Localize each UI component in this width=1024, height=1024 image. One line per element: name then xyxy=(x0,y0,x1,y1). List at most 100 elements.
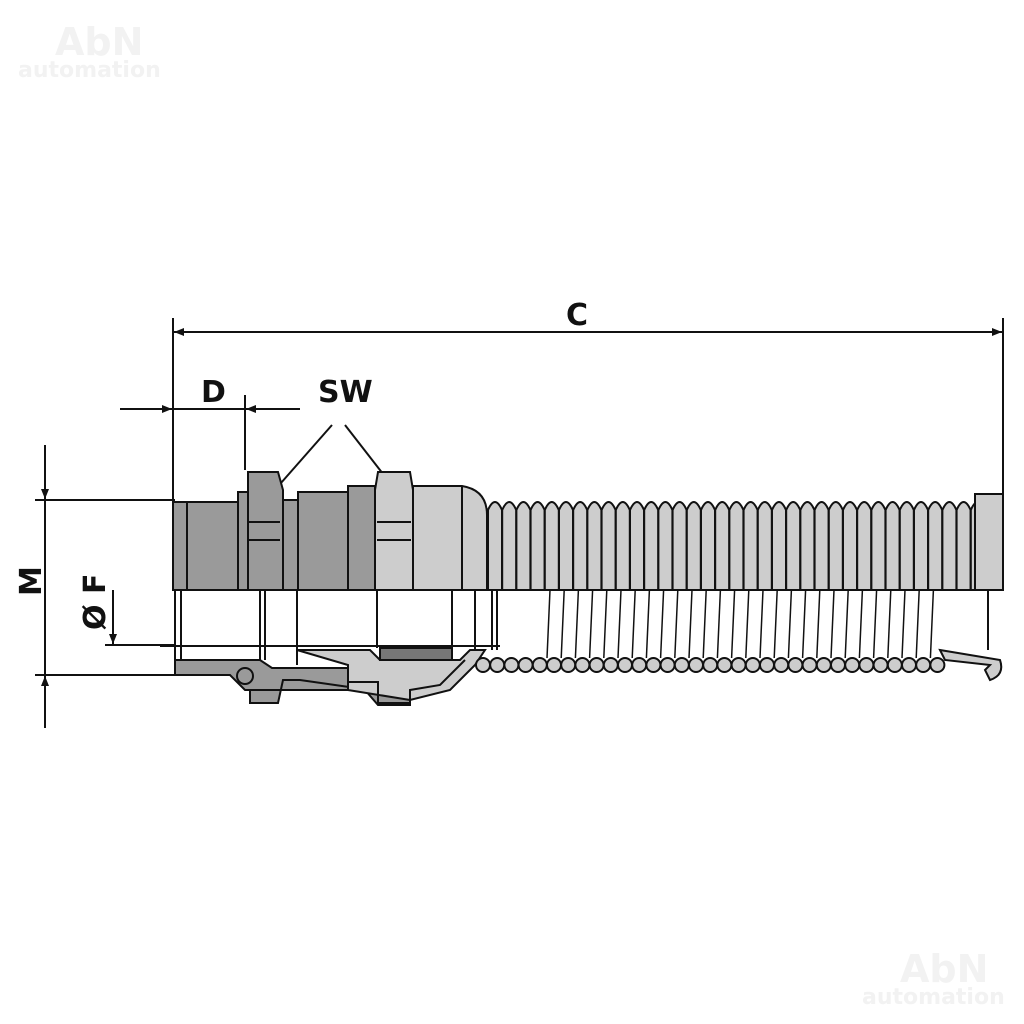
label-sw: SW xyxy=(318,375,373,410)
coil-turn xyxy=(799,501,816,590)
inner-coil-line xyxy=(830,589,835,659)
coil-turn xyxy=(629,501,645,590)
coil-turn xyxy=(586,501,603,590)
inner-coil-line xyxy=(674,589,679,659)
label-m: M xyxy=(14,566,49,596)
coil-bead xyxy=(673,657,690,673)
inner-coil-line xyxy=(631,589,636,659)
inner-coil-line xyxy=(773,589,778,659)
coil-bead xyxy=(531,657,548,673)
coil-bead xyxy=(773,657,790,673)
coil-turn xyxy=(813,501,830,590)
label-d: D xyxy=(201,375,226,410)
coil-turn xyxy=(558,501,574,590)
coil-bead xyxy=(716,657,733,673)
inner-coil-line xyxy=(645,589,651,659)
coil-turn xyxy=(487,501,503,590)
coil-bead xyxy=(475,657,491,673)
inner-coil-line xyxy=(730,589,736,659)
inner-coil-line xyxy=(915,589,920,659)
inner-coil-line xyxy=(801,589,807,659)
coil-turn xyxy=(671,501,688,590)
watermark-sub: automation xyxy=(18,58,161,83)
gland-body xyxy=(172,471,1004,591)
coil-bead xyxy=(830,657,846,673)
coil-turn xyxy=(870,501,887,590)
coil-bead xyxy=(546,657,562,673)
inner-coil-line xyxy=(887,589,892,659)
coil-turn xyxy=(756,501,773,590)
coil-turn xyxy=(742,501,759,590)
coil-turn xyxy=(600,501,617,590)
coil-bead xyxy=(858,657,875,673)
coil-turn xyxy=(714,501,731,590)
coil-bead xyxy=(489,657,506,673)
section-view xyxy=(160,589,1003,706)
coil-turn xyxy=(884,501,901,590)
coil-bead xyxy=(730,657,747,673)
body-section xyxy=(297,491,349,591)
inner-coil-line xyxy=(858,589,864,659)
coil-bead xyxy=(659,657,676,673)
inner-coil-line xyxy=(702,589,707,659)
coil-turn xyxy=(842,501,858,590)
coil-bead xyxy=(560,657,577,673)
coil-bead xyxy=(588,657,605,673)
coil-turn xyxy=(913,501,929,590)
inner-coil-line xyxy=(844,589,849,659)
coil-bead xyxy=(844,657,861,673)
inner-coil-line xyxy=(872,589,878,659)
coil-turn xyxy=(515,501,532,590)
watermark-brand: AbN xyxy=(55,20,143,64)
inner-coil-line xyxy=(688,589,693,659)
coil-turn xyxy=(572,501,589,590)
inner-coil-line xyxy=(603,589,608,659)
inner-coil-line xyxy=(588,589,594,659)
inner-coil-line xyxy=(617,589,622,659)
cap-nut xyxy=(412,485,488,591)
coil-turn xyxy=(529,501,546,590)
coil-turn xyxy=(543,501,560,590)
inner-coil-line xyxy=(745,589,750,659)
coil-turn xyxy=(955,501,972,590)
coil-bead xyxy=(759,657,775,673)
coil-bead xyxy=(645,657,662,673)
watermark-sub-2: automation xyxy=(862,985,1005,1010)
inner-coil-line xyxy=(929,589,935,659)
coil-turn xyxy=(685,501,702,590)
inner-coil-line xyxy=(574,589,580,659)
coil-turn xyxy=(927,501,944,590)
coil-turn xyxy=(827,501,844,590)
inner-coil-line xyxy=(560,589,565,659)
hex-nut-1 xyxy=(247,471,284,591)
inner-coil-line xyxy=(716,589,722,659)
spiral-conduit xyxy=(487,501,986,590)
coil-bead xyxy=(886,657,903,673)
coil-turn xyxy=(771,501,787,590)
coil-bead xyxy=(787,657,804,673)
coil-bead xyxy=(915,657,932,673)
inner-coil-line xyxy=(901,589,906,659)
coil-bead xyxy=(503,657,520,673)
coil-turn xyxy=(614,501,631,590)
coil-bead xyxy=(929,657,946,673)
coil-bead xyxy=(688,657,704,673)
thread-section xyxy=(172,501,241,591)
inner-coil-line xyxy=(546,589,551,659)
coil-bead xyxy=(815,657,832,673)
label-c: C xyxy=(566,298,588,333)
hex-nut-2 xyxy=(374,471,414,591)
coil-bead xyxy=(631,657,648,673)
coil-turn xyxy=(856,501,873,590)
coil-turn xyxy=(700,501,716,590)
coil-turn xyxy=(501,501,518,590)
coil-turn xyxy=(728,501,745,590)
coil-turn xyxy=(785,501,802,590)
coil-bead xyxy=(574,657,591,673)
coil-bead xyxy=(702,657,719,673)
label-f: Ø F xyxy=(78,574,113,630)
coil-bead xyxy=(744,657,761,673)
watermark-brand-2: AbN xyxy=(900,947,988,991)
end-collar xyxy=(974,493,1004,591)
